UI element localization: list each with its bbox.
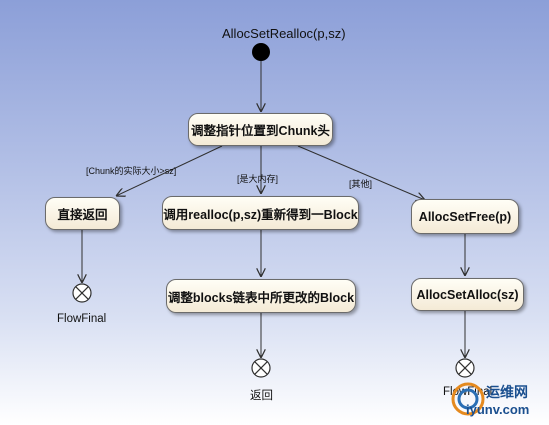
watermark-line2: iyunv.com	[466, 402, 530, 417]
action-alloc-set-alloc: AllocSetAlloc(sz)	[411, 278, 524, 311]
action-adjust-links: 调整blocks链表中所更改的Block	[166, 279, 356, 313]
action-adjust-pointer: 调整指针位置到Chunk头	[188, 113, 333, 146]
action-realloc-block: 调用realloc(p,sz)重新得到一Block	[162, 196, 359, 230]
initial-node	[252, 43, 270, 61]
guard-other: [其他]	[349, 179, 373, 189]
watermark-logo-icon	[451, 382, 485, 416]
guard-chunk-size: [Chunk的实际大小>sz]	[86, 166, 177, 176]
flow-final-middle	[251, 358, 271, 378]
edge-adjust-to-return	[116, 145, 223, 196]
action-alloc-set-free: AllocSetFree(p)	[411, 199, 519, 234]
final-label-middle: 返回	[250, 390, 273, 402]
guard-large-memory: [是大内存]	[237, 174, 279, 184]
flow-final-left	[72, 283, 92, 303]
edge-adjust-to-free	[297, 145, 425, 200]
flow-final-right	[455, 358, 475, 378]
diagram-title: AllocSetRealloc(p,sz)	[222, 26, 346, 41]
watermark-line1: 运维网	[486, 384, 528, 400]
final-label-left: FlowFinal	[57, 313, 107, 325]
action-return-direct: 直接返回	[45, 197, 120, 230]
